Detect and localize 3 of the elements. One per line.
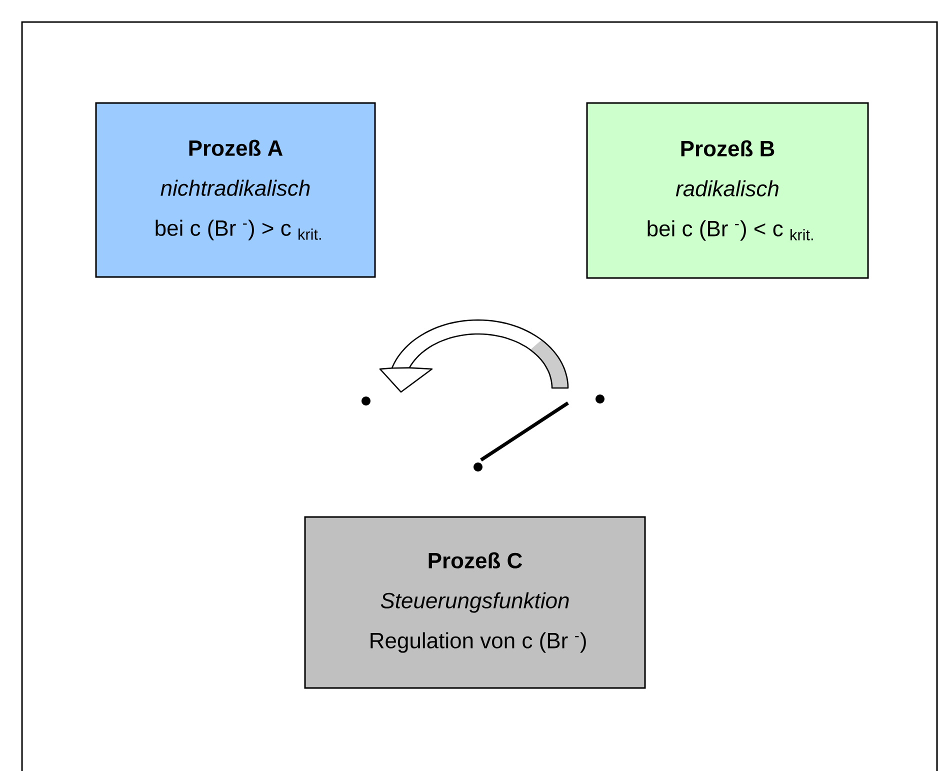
process-box: Prozeß C Steuerungsfunktion Regulation von c (Br $^{-}$)	[304, 516, 646, 689]
process-box: Prozeß B radikalisch bei c (Br $^{-}$) < c $_{krit.}$	[586, 102, 869, 279]
process-box: Prozeß A nichtradikalisch bei c (Br $^{-}$) > c $_{krit.}$	[95, 102, 376, 278]
